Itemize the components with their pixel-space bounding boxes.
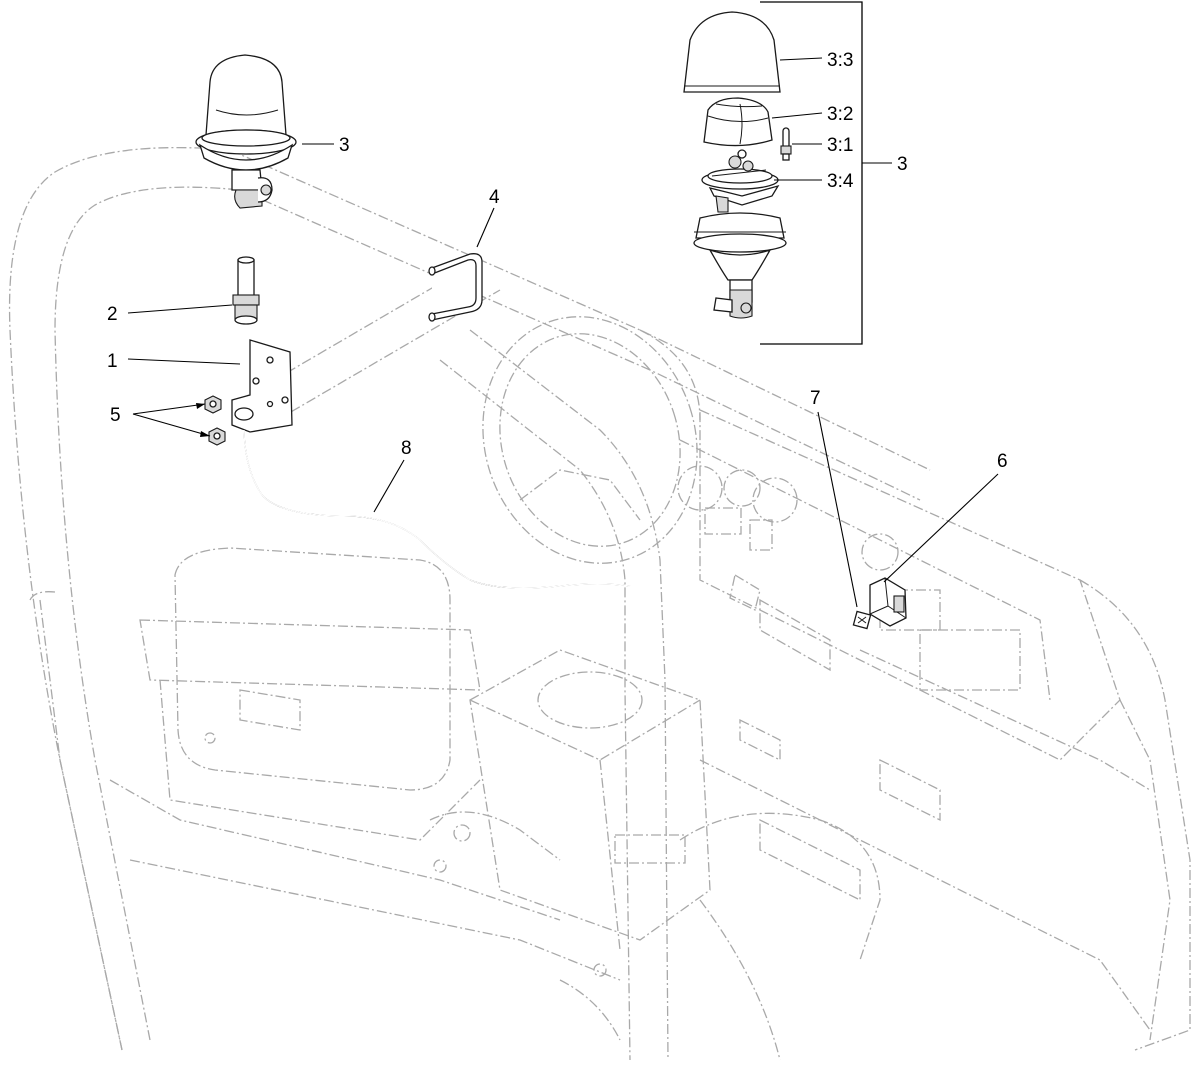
switch-decal (852, 610, 872, 630)
callout-3-1: 3:1 (827, 135, 853, 156)
bracket (231, 339, 293, 433)
lens-cover (683, 11, 781, 93)
callout-5: 5 (110, 405, 121, 426)
callout-4: 4 (489, 187, 500, 208)
callout-3-group: 3 (897, 154, 908, 175)
beacon-lamp-exploded (683, 11, 792, 319)
u-bolt (428, 253, 483, 322)
rocker-switch (869, 577, 907, 627)
adapter-stud (232, 256, 260, 325)
callout-labels: 3 2 1 4 5 8 6 7 3:3 3:2 3:1 3:4 3 (107, 50, 1008, 472)
bulb (780, 127, 792, 161)
leader-lines (127, 1, 999, 608)
callout-2: 2 (107, 304, 118, 325)
wire-harness (243, 429, 631, 589)
callout-3-2: 3:2 (827, 104, 853, 125)
lamp-housing (693, 212, 787, 319)
callout-3-3: 3:3 (827, 50, 853, 71)
inner-lens (703, 97, 773, 147)
nut-upper (204, 395, 222, 414)
vehicle-background (8, 146, 1191, 1061)
beacon-lamp-assembled (195, 54, 297, 209)
callout-1: 1 (107, 351, 118, 372)
lamp-base (701, 149, 780, 213)
callout-3-lamp: 3 (339, 135, 350, 156)
callout-6: 6 (997, 451, 1008, 472)
nut-lower (208, 427, 226, 446)
callout-8: 8 (401, 438, 412, 459)
callout-3-4: 3:4 (827, 171, 854, 192)
callout-7: 7 (810, 388, 821, 409)
